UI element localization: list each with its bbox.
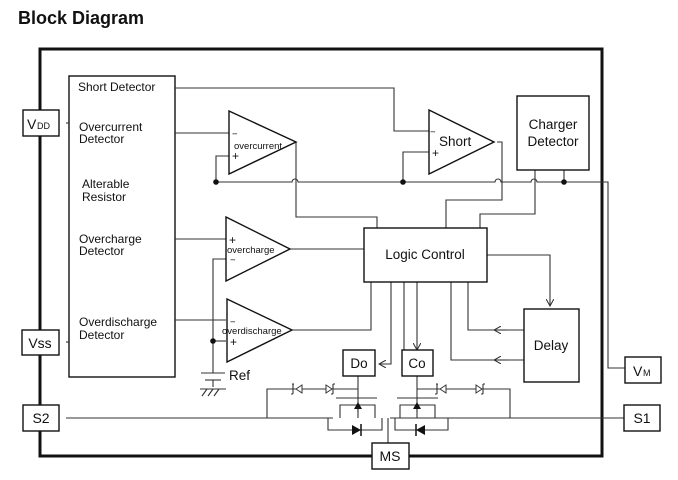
plus-sign: + <box>229 233 236 247</box>
ms-pin-label: MS <box>380 448 401 464</box>
overcharge-detector-label: Overcharge <box>79 232 142 246</box>
gate-diodes-left <box>291 383 335 395</box>
pin-vm: V M <box>624 356 662 384</box>
delay-block: Delay <box>523 308 580 383</box>
minus-sign: − <box>232 129 238 140</box>
vdd-pin-subscript: DD <box>37 121 50 131</box>
charger-detector: Charger Detector <box>516 95 590 171</box>
pin-vdd: V DD <box>22 109 60 137</box>
do-driver-label: Do <box>350 356 367 371</box>
delay-label: Delay <box>534 338 569 353</box>
vdd-pin-label: V <box>27 116 37 132</box>
overcharge-detector-label-2: Detector <box>79 244 124 258</box>
vm-pin-subscript: M <box>643 368 651 378</box>
overcharge-comparator-label: overcharge <box>227 245 275 256</box>
ref-label: Ref <box>229 368 250 383</box>
pin-s1: S1 <box>623 404 661 432</box>
plus-sign: + <box>432 146 439 160</box>
minus-sign: − <box>230 255 236 266</box>
charge-mosfet <box>413 402 425 436</box>
co-driver-label: Co <box>408 356 425 371</box>
short-comparator-label: Short <box>439 134 472 149</box>
minus-sign: − <box>230 317 236 328</box>
pin-vss: Vss <box>21 329 60 356</box>
do-driver: Do <box>342 349 376 377</box>
short-detector-label: Short Detector <box>78 80 155 94</box>
gate-diodes-right <box>435 383 485 395</box>
diagram-title: Block Diagram <box>18 8 145 28</box>
s2-pin-label: S2 <box>32 410 49 426</box>
overcurrent-comparator: − overcurrent + <box>228 109 298 176</box>
overcurrent-detector-label-2: Detector <box>79 132 124 146</box>
logic-control: Logic Control <box>363 227 488 283</box>
discharge-mosfet <box>352 402 362 436</box>
pin-s2: S2 <box>22 404 60 432</box>
junction-dots <box>210 179 567 344</box>
overcurrent-comparator-label: overcurrent <box>234 141 282 152</box>
overcharge-comparator: + overcharge − <box>225 215 292 283</box>
alterable-resistor-label: Alterable <box>82 177 130 191</box>
charger-detector-label: Charger <box>529 117 578 132</box>
plus-sign: + <box>230 335 237 349</box>
overdischarge-comparator-label: overdischarge <box>222 326 282 337</box>
alterable-resistor-label-2: Resistor <box>82 190 126 204</box>
plus-sign: + <box>232 149 239 163</box>
vm-pin-label: V <box>633 363 643 379</box>
detector-block: Short Detector Overcurrent Detector Alte… <box>68 75 176 378</box>
s1-pin-label: S1 <box>633 410 650 426</box>
logic-control-label: Logic Control <box>385 247 465 262</box>
pin-ms: MS <box>371 442 410 470</box>
overcurrent-detector-label: Overcurrent <box>79 120 143 134</box>
short-comparator: − Short + <box>428 108 496 176</box>
charger-detector-label-2: Detector <box>527 134 579 149</box>
co-driver: Co <box>401 349 434 377</box>
overdischarge-comparator: − overdischarge + <box>222 297 294 364</box>
overdischarge-detector-label: Overdischarge <box>79 315 157 329</box>
vss-pin-label: Vss <box>28 335 51 351</box>
chip-outline <box>38 47 604 458</box>
overdischarge-detector-label-2: Detector <box>79 328 124 342</box>
minus-sign: − <box>430 127 436 138</box>
